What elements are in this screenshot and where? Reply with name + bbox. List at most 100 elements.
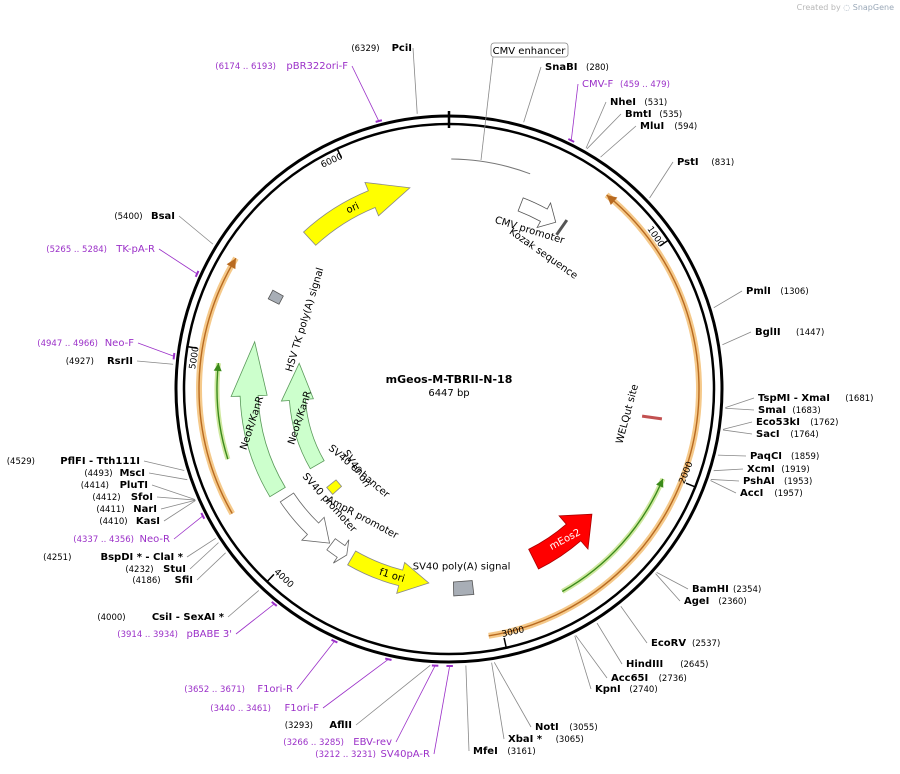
primer-position: (3266 .. 3285) xyxy=(283,738,344,748)
tick-mark xyxy=(685,482,696,488)
enzyme-leader xyxy=(163,500,196,522)
restriction-site: PstI(831) xyxy=(677,157,734,168)
primer-mark xyxy=(194,270,200,278)
plasmid-name: mGeos-M-TBRII-N-18 xyxy=(386,373,513,386)
primer-mark xyxy=(271,601,278,607)
enzyme-name: MscI xyxy=(119,468,145,479)
restriction-site: KpnI(2740) xyxy=(595,684,658,695)
primer-name: pBR322ori-F xyxy=(286,61,348,72)
enzyme-name: BamHI xyxy=(692,584,729,595)
primer-name: CMV-F xyxy=(582,79,613,90)
enzyme-position: (3055) xyxy=(569,723,597,733)
enzyme-position: (4927) xyxy=(66,357,94,367)
orf-layer xyxy=(196,192,702,639)
tick-label: 4000 xyxy=(272,567,296,590)
enzyme-leader xyxy=(523,66,542,123)
enzyme-leader xyxy=(178,215,214,245)
enzyme-leader xyxy=(725,407,755,411)
restriction-site: SnaBI(280) xyxy=(545,62,609,73)
f1-ori-arrow xyxy=(347,550,430,595)
sv40-promoter-arrow xyxy=(279,492,331,544)
enzyme-position: (2537) xyxy=(692,639,720,649)
enzyme-position: (1447) xyxy=(796,328,824,338)
orf-main-arrow xyxy=(606,194,618,206)
enzyme-leader xyxy=(722,331,752,346)
enzyme-leader xyxy=(596,622,623,665)
tick-label: 5000 xyxy=(188,346,202,370)
restriction-site: NotI(3055) xyxy=(535,722,598,733)
primer-name: EBV-rev xyxy=(353,737,392,748)
enzyme-position: (1681) xyxy=(845,394,873,404)
enzyme-name: XbaI * xyxy=(508,734,543,745)
credit-brand: SnapGene xyxy=(852,3,894,12)
orf-left-arrow xyxy=(226,258,236,270)
primer-position: (5265 .. 5284) xyxy=(46,245,107,255)
enzyme-leader xyxy=(722,421,753,430)
enzyme-position: (4186) xyxy=(132,576,160,586)
enzyme-name: KasI xyxy=(136,516,160,527)
restriction-site: HindIII (2645) xyxy=(626,659,708,670)
enzyme-leader xyxy=(575,635,608,679)
enzyme-leader xyxy=(465,665,470,752)
restriction-site: PshAI(1953) xyxy=(743,476,812,487)
enzyme-leader xyxy=(649,161,674,199)
feature-label: SV40 enhancer xyxy=(326,443,392,501)
enzyme-name: MluI xyxy=(640,121,664,132)
enzyme-name: StuI xyxy=(163,564,186,575)
cmv-enhancer-text: CMV enhancer xyxy=(493,46,567,57)
restriction-site: Eco53kI(1762) xyxy=(756,417,838,428)
primer-site: pBABE 3'(3914 .. 3934) xyxy=(117,629,232,640)
enzyme-leader xyxy=(148,472,188,481)
backbone xyxy=(174,111,724,664)
primer-name: F1ori-R xyxy=(257,684,293,695)
enzyme-position: (3293) xyxy=(285,721,313,731)
sv40-polya-box xyxy=(453,580,475,597)
enzyme-position: (4251) xyxy=(43,553,71,563)
enzyme-name: PshAI xyxy=(743,476,775,487)
enzyme-name: PluTI xyxy=(120,480,148,491)
tick-mark xyxy=(503,637,507,648)
primer-leader xyxy=(322,658,389,709)
enzyme-position: (594) xyxy=(674,122,697,132)
restriction-site: BmtI(535) xyxy=(625,109,682,120)
enzyme-name: SacI xyxy=(756,429,780,440)
primer-site: TK-pA-R(5265 .. 5284) xyxy=(46,244,155,255)
enzyme-leader xyxy=(151,484,196,500)
cmv-promoter-arrow xyxy=(517,197,557,229)
primer-name: Neo-F xyxy=(105,338,135,349)
restriction-site: XbaI *(3065) xyxy=(508,734,584,745)
enzyme-position: (1957) xyxy=(774,489,802,499)
plasmid-size: 6447 bp xyxy=(428,388,469,399)
cmv-enhancer-label: CMV enhancer xyxy=(490,42,569,58)
orf-green-right-arrow xyxy=(656,478,664,488)
enzyme-name: HindIII xyxy=(626,659,663,670)
cmv-enhancer-connector xyxy=(480,56,494,161)
restriction-site: BspDI * - ClaI *(4251) xyxy=(43,552,184,563)
orf-green-left-arrow xyxy=(213,363,222,372)
enzyme-leader xyxy=(160,499,196,510)
enzyme-position: (2645) xyxy=(680,660,708,670)
enzyme-leader xyxy=(710,480,737,494)
enzyme-leader xyxy=(713,468,744,472)
enzyme-position: (1919) xyxy=(781,465,809,475)
restriction-site: PciI(6329) xyxy=(351,43,412,54)
snapgene-logo: ◌ SnapGene xyxy=(843,3,894,12)
enzyme-leader xyxy=(491,662,505,740)
enzyme-position: (2354) xyxy=(733,585,761,595)
center-title: mGeos-M-TBRII-N-18 6447 bp xyxy=(386,373,513,399)
enzyme-position: (280) xyxy=(586,63,609,73)
enzyme-leader xyxy=(725,397,755,409)
enzyme-name: TspMI - XmaI xyxy=(758,393,830,404)
cmv-enhancer-box xyxy=(490,42,569,58)
restriction-site: NarI(4411) xyxy=(96,504,157,515)
enzyme-name: AgeI xyxy=(684,596,709,607)
feature-label: WELQut site xyxy=(615,383,641,445)
tick-mark xyxy=(266,573,275,583)
tick-mark xyxy=(187,345,198,349)
enzyme-position: (535) xyxy=(659,110,682,120)
restriction-site: MscI(4493) xyxy=(84,468,145,479)
primer-leader xyxy=(235,603,275,635)
enzyme-leader xyxy=(143,460,185,471)
neor-inner-arrow xyxy=(280,362,325,470)
